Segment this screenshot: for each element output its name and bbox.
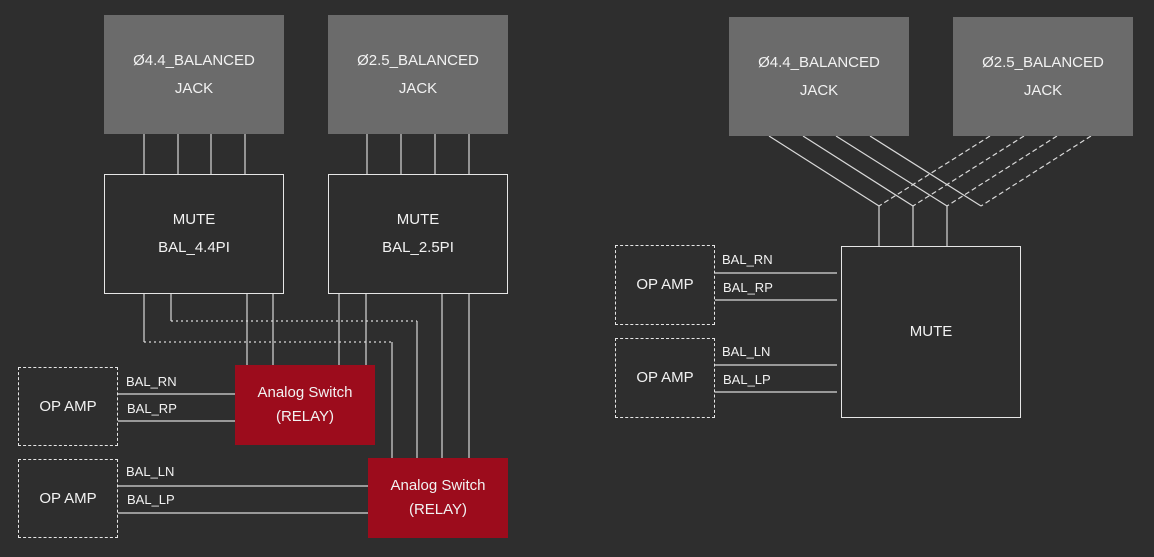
signal-label: BAL_RP [723, 280, 773, 295]
jack-2-5-balanced: Ø2.5_BALANCED JACK [953, 17, 1133, 136]
opamp-label: OP AMP [636, 276, 694, 293]
wire [869, 135, 982, 207]
signal-label: BAL_RN [722, 252, 773, 267]
jack-sublabel: JACK [174, 79, 214, 97]
wire [768, 135, 880, 207]
signal-label: BAL_RP [127, 401, 177, 416]
dashed-wire [912, 135, 1025, 207]
relay-label: Analog Switch [390, 477, 486, 494]
mute-label: MUTE [396, 211, 440, 228]
jack-sublabel: JACK [398, 79, 438, 97]
op-amp-right-channel: OP AMP [18, 367, 118, 446]
analog-switch-relay-left: Analog Switch (RELAY) [368, 458, 508, 538]
signal-label: BAL_RN [126, 374, 177, 389]
dashed-wire [980, 135, 1092, 207]
wire [802, 135, 914, 207]
jack-sublabel: JACK [1023, 81, 1063, 99]
relay-sublabel: (RELAY) [408, 501, 468, 518]
wire [835, 135, 948, 207]
analog-switch-relay-right: Analog Switch (RELAY) [235, 365, 375, 445]
mute-label: MUTE [909, 323, 953, 340]
mute-bal-4-4pi: MUTE BAL_4.4PI [104, 174, 284, 294]
op-amp-left-channel: OP AMP [18, 459, 118, 538]
jack-4-4-balanced: Ø4.4_BALANCED JACK [729, 17, 909, 136]
jack-sublabel: JACK [799, 81, 839, 99]
op-amp-right-channel: OP AMP [615, 245, 715, 325]
signal-label: BAL_LP [723, 372, 771, 387]
jack-label: Ø4.4_BALANCED [758, 53, 880, 71]
signal-label: BAL_LP [127, 492, 175, 507]
jack-label: Ø2.5_BALANCED [357, 51, 479, 69]
jack-2-5-balanced: Ø2.5_BALANCED JACK [328, 15, 508, 134]
jack-label: Ø2.5_BALANCED [982, 53, 1104, 71]
dashed-wire [946, 135, 1058, 207]
opamp-label: OP AMP [39, 489, 97, 507]
mute-sublabel: BAL_2.5PI [382, 239, 454, 256]
jack-4-4-balanced: Ø4.4_BALANCED JACK [104, 15, 284, 134]
opamp-label: OP AMP [39, 397, 97, 415]
jack-label: Ø4.4_BALANCED [133, 51, 255, 69]
signal-label: BAL_LN [126, 464, 175, 479]
signal-label: BAL_LN [722, 344, 771, 359]
mute-label: MUTE [172, 211, 216, 228]
op-amp-left-channel: OP AMP [615, 338, 715, 418]
mute-block: MUTE [841, 246, 1021, 418]
dashed-wire [878, 135, 991, 207]
mute-bal-2-5pi: MUTE BAL_2.5PI [328, 174, 508, 294]
mute-sublabel: BAL_4.4PI [158, 239, 230, 256]
relay-label: Analog Switch [257, 384, 353, 401]
opamp-label: OP AMP [636, 369, 694, 386]
relay-sublabel: (RELAY) [275, 408, 335, 425]
